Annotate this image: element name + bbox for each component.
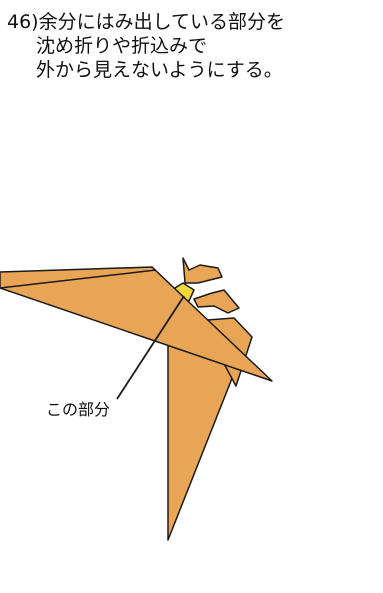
instruction-line-3: 外から見えないようにする。	[36, 59, 283, 81]
callout-leader-line	[116, 295, 185, 400]
instruction-line-2: 沈め折りや折込みで	[36, 35, 208, 57]
crest-upper	[182, 257, 223, 284]
wing	[0, 266, 273, 382]
instruction-text: 46)余分にはみ出している部分を 沈め折りや折込みで 外から見えないようにする。	[7, 10, 383, 82]
instruction-line-1: 46)余分にはみ出している部分を	[7, 11, 286, 33]
crest-lower	[193, 289, 240, 314]
wing-fold-line	[0, 269, 157, 289]
callout-label: この部分	[46, 400, 111, 419]
